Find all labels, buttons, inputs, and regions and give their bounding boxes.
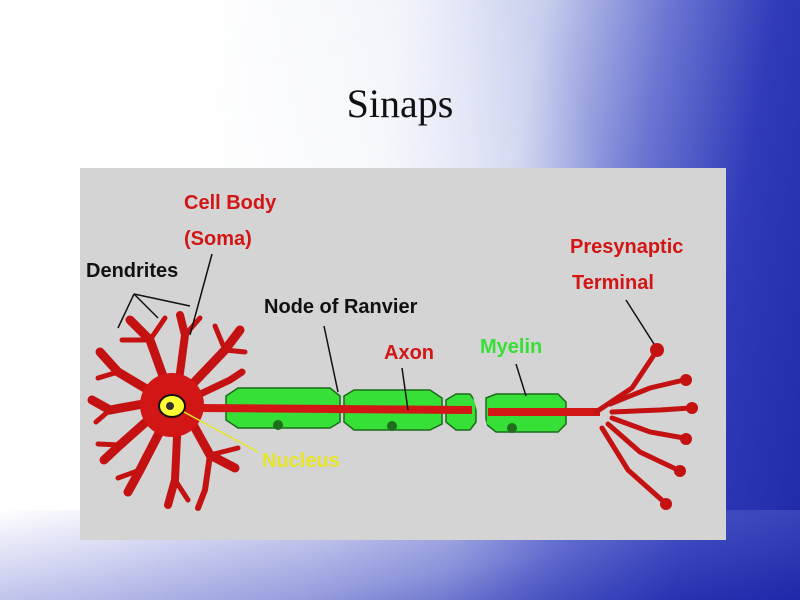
cell-body-label: Cell Body [184, 192, 277, 214]
label-pointers [117, 253, 655, 453]
dendrites-pointer-2 [133, 293, 159, 319]
schwann-cell-nuclei [273, 420, 517, 433]
dendrites-pointer-1 [117, 293, 135, 329]
axon-break [473, 395, 487, 427]
myelin-pointer [515, 363, 527, 397]
presynaptic-label: Presynaptic [570, 236, 684, 258]
axon-label: Axon [384, 342, 434, 364]
soma-label: (Soma) [184, 228, 252, 250]
nucleus-label: Nucleus [262, 450, 340, 472]
slide-title: Sinaps [346, 81, 454, 126]
presynaptic-pointer [625, 299, 655, 345]
cell-body-pointer [189, 253, 213, 336]
axon-terminal-branches [593, 349, 693, 505]
myelin-label: Myelin [480, 336, 543, 358]
axon-proximal [199, 404, 473, 414]
node-of-ranvier-pointer [323, 325, 339, 393]
nucleus-pointer [183, 411, 259, 453]
synaptic-knobs [650, 343, 698, 510]
node-of-ranvier-label: Node of Ranvier [264, 296, 418, 318]
axon-pointer [401, 367, 409, 411]
dendrites-label: Dendrites [86, 260, 179, 282]
neuron-diagram-panel [80, 168, 726, 540]
terminal-label: Terminal [572, 272, 654, 294]
dendrites-pointer-3 [133, 293, 191, 307]
nucleolus [166, 402, 174, 410]
dendrite-branches [87, 311, 248, 511]
